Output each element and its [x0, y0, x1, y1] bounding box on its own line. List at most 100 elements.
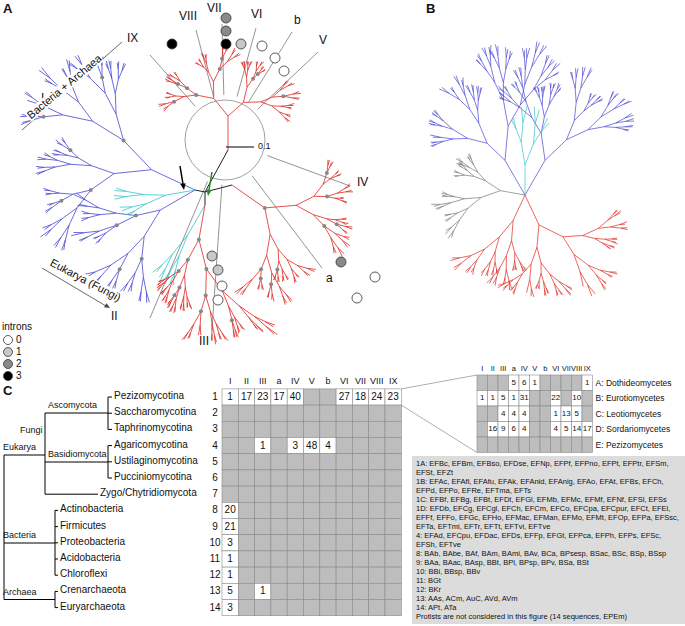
bootstrap-dot: [325, 194, 329, 198]
table-cell: [572, 391, 583, 407]
table-cell: [336, 567, 352, 583]
tree-branch: [615, 213, 621, 216]
bootstrap-dot: [100, 76, 104, 80]
tree-branch: [282, 276, 283, 282]
tree-branch: [144, 194, 166, 196]
tree-branch: [512, 241, 515, 253]
tree-branch: [458, 208, 468, 213]
table-cell: [498, 406, 509, 422]
tree-branch: [591, 102, 598, 106]
tree-branch: [288, 84, 295, 86]
tree-branch: [537, 281, 539, 285]
table-cell: [304, 502, 320, 518]
tree-branch: [153, 265, 163, 273]
tree-branch: [99, 208, 116, 213]
legend-text: 3: [16, 371, 22, 381]
taxon-name: Zygo/Chytridiomycota: [100, 488, 197, 498]
tree-branch: [516, 82, 517, 86]
tree-branch: [455, 93, 460, 100]
column-header: II: [491, 365, 495, 373]
clade-label: b: [293, 14, 302, 26]
tree-branch: [62, 69, 67, 76]
tree-branch: [452, 87, 455, 93]
tree-branch: [111, 253, 128, 265]
table-cell: [320, 519, 336, 535]
table-cell: [238, 551, 254, 567]
tree-branch: [110, 61, 111, 69]
tree-branch: [445, 227, 451, 234]
group-label: Eukarya (Fungi): [47, 257, 123, 304]
table-cell: [255, 502, 271, 518]
tree-branch: [517, 86, 520, 93]
tree-branch: [132, 204, 146, 207]
table-cell: [561, 391, 572, 407]
tree-branch: [625, 115, 634, 118]
species-list-line: 9: BAa, BAac, BAsp, BBt, BPl, BPsp, BPv,…: [416, 558, 681, 567]
tree-branch: [38, 157, 47, 159]
table-cell: [271, 583, 287, 599]
taxon-name: Firmicutes: [60, 521, 106, 531]
tree-branch: [222, 333, 225, 339]
taxon-name: Crenarchaeota: [60, 585, 126, 595]
clade-separator: [252, 176, 322, 268]
tree-branch: [111, 69, 112, 79]
tree-branch: [51, 219, 62, 225]
tree-branch: [214, 98, 228, 116]
tree-branch: [45, 153, 50, 157]
tree-branch: [124, 140, 152, 169]
tree-branch: [532, 54, 540, 67]
zoom-line: [401, 375, 477, 389]
table-cell: [287, 438, 303, 454]
tree-branch: [545, 76, 553, 80]
tree-branch: [91, 174, 114, 190]
table-cell: [551, 422, 562, 438]
table-cell: [561, 375, 572, 391]
tree-branch: [53, 150, 60, 152]
tree-branch: [588, 265, 596, 275]
tree-branch: [209, 72, 214, 82]
table-cell: [320, 389, 336, 405]
tree-branch: [460, 256, 471, 258]
tree-branch: [272, 90, 280, 97]
bootstrap-dot: [251, 77, 255, 81]
tree-branch: [535, 285, 537, 289]
tree-branch: [244, 65, 245, 70]
taxon-name: Basidiomycota: [48, 450, 107, 459]
tree-branch: [228, 116, 229, 150]
table-cell: [271, 421, 287, 437]
tree-branch: [575, 77, 577, 88]
table-cell: [271, 389, 287, 405]
tree-branch: [179, 260, 188, 271]
tree-branch: [285, 114, 290, 117]
tree-branch: [431, 204, 441, 205]
tree-branch: [279, 261, 282, 269]
tree-branch: [451, 199, 464, 203]
table-cell: [582, 375, 593, 391]
tree-branch: [508, 280, 510, 290]
tree-branch: [167, 75, 173, 77]
taxonomy-branch: [4, 455, 45, 456]
tree-branch: [454, 170, 459, 172]
tree-branch: [187, 303, 188, 308]
tree-branch: [500, 256, 506, 268]
tree-branch: [166, 77, 171, 79]
tree-branch: [47, 203, 53, 204]
tree-branch: [285, 118, 291, 122]
tree-branch: [324, 226, 331, 238]
tree-branch: [257, 61, 258, 66]
group-label: Bacteria + Archaea: [24, 52, 104, 122]
table-cell: [352, 454, 368, 470]
tree-branch: [233, 330, 235, 337]
table-cell: [488, 375, 499, 391]
table-cell: [369, 470, 385, 486]
tree-branch: [540, 46, 547, 54]
table-cell: [304, 405, 320, 421]
tree-branch: [72, 86, 78, 102]
tree-branch: [250, 61, 252, 65]
tree-branch: [506, 269, 509, 280]
tree-branch: [184, 275, 186, 287]
scale-bar: [226, 147, 254, 148]
tree-branch: [333, 247, 335, 253]
tree-branch: [544, 105, 549, 117]
tree-branch: [470, 154, 472, 159]
